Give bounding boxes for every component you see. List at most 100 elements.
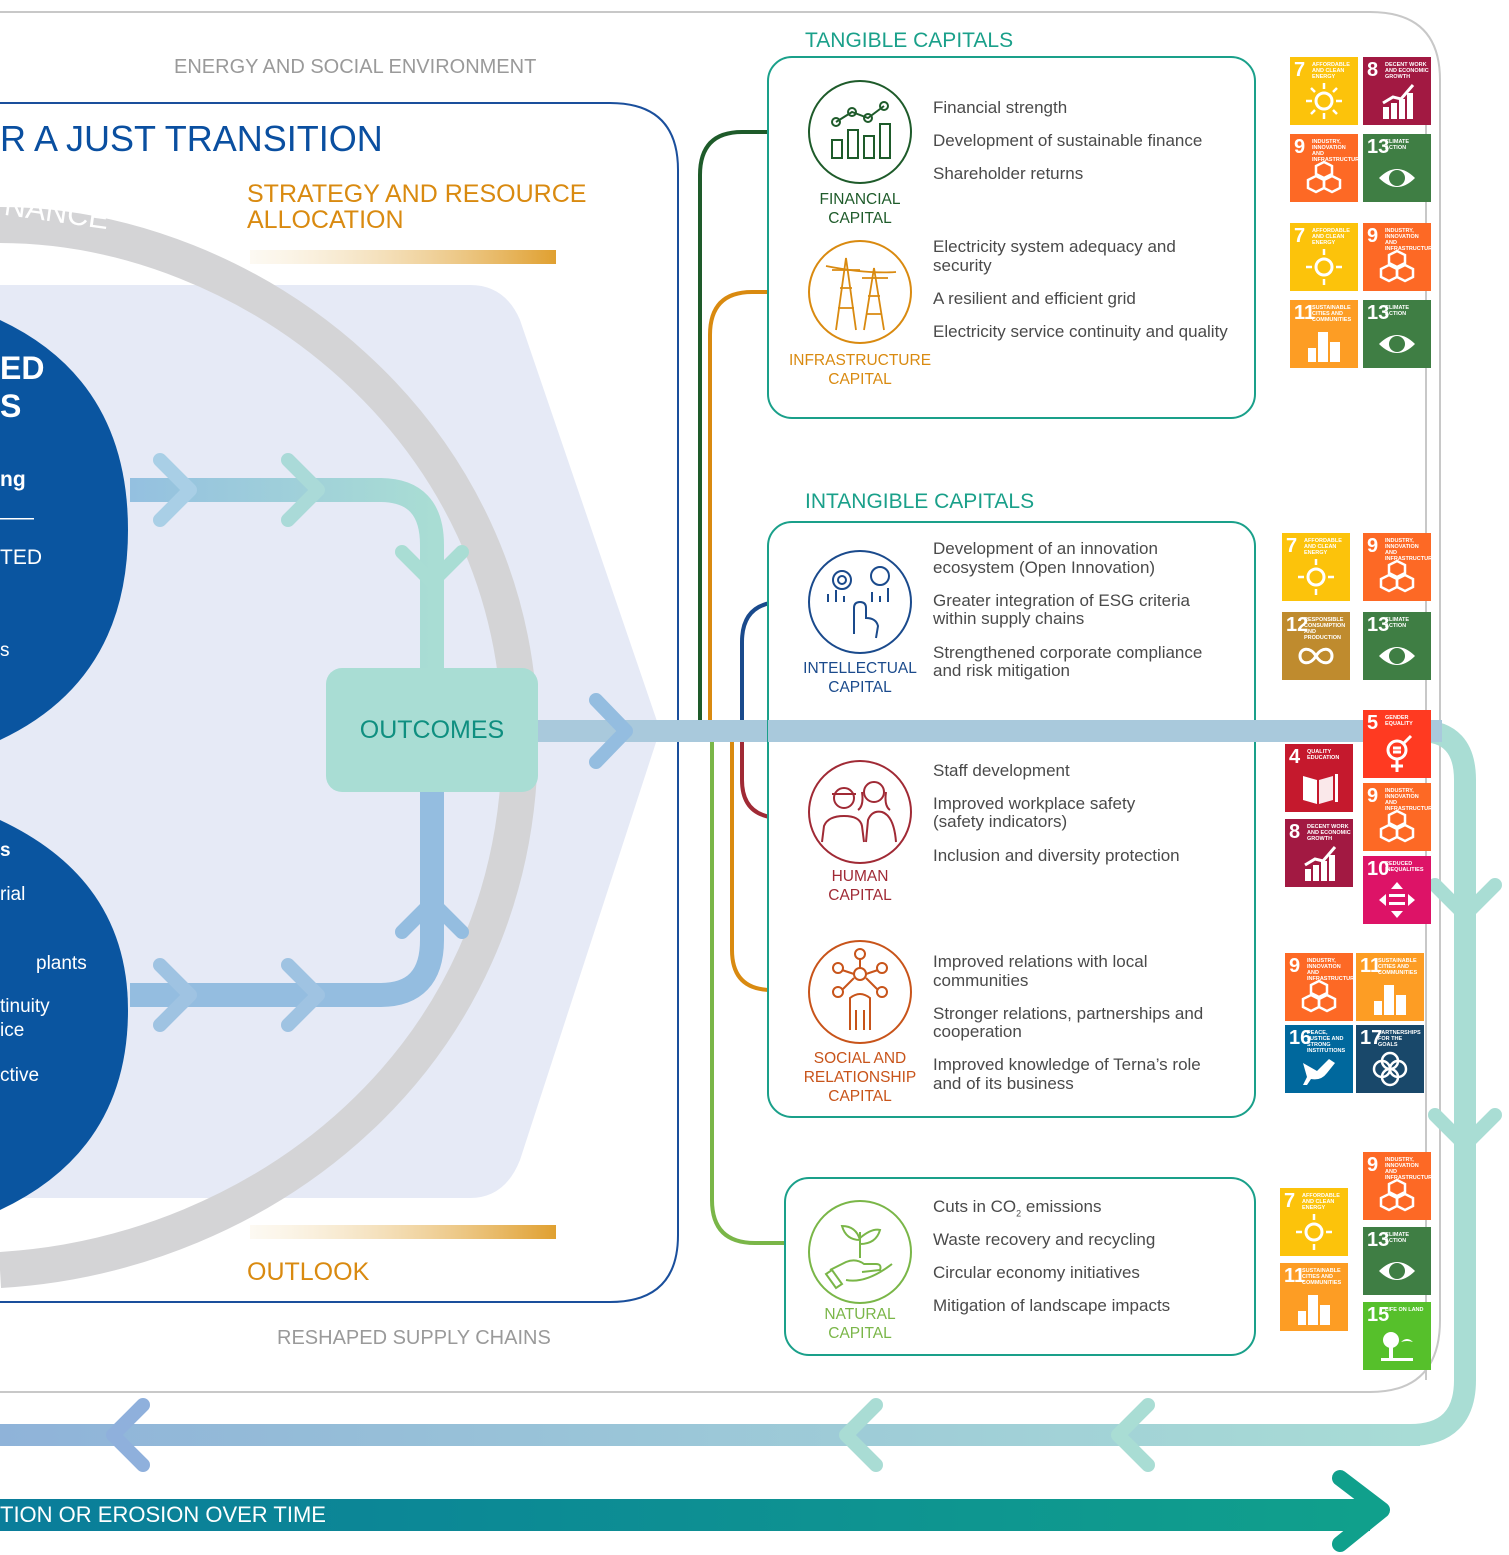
- financial-capital-icon: [808, 80, 912, 184]
- left-circle-top-line2: S: [0, 388, 22, 424]
- natural-item: Circular economy initiatives: [933, 1263, 1140, 1282]
- reduced-inequalities-icon: [1379, 882, 1415, 918]
- sdg-number: 5: [1367, 712, 1379, 734]
- sdg-label: INDUSTRY, INNOVATION AND INFRASTRUCTURE: [1385, 538, 1436, 562]
- natural-label-line2: CAPITAL: [828, 1325, 892, 1342]
- sdg-label: INDUSTRY, INNOVATION AND INFRASTRUCTURE: [1385, 1157, 1436, 1181]
- social-label-line1: SOCIAL AND: [813, 1050, 907, 1067]
- sdg-label: QUALITY EDUCATION: [1307, 749, 1340, 761]
- natural-item-co2: Cuts in CO2 emissions: [933, 1197, 1101, 1223]
- sun-power-icon: [1306, 83, 1342, 119]
- tree-bird-icon: [1381, 1332, 1413, 1361]
- sdg-label: CLIMATE ACTION: [1385, 617, 1410, 629]
- sdg-label: INDUSTRY, INNOVATION AND INFRASTRUCTURE: [1385, 788, 1436, 812]
- sdg-label: PARTNERSHIPS FOR THE GOALS: [1378, 1030, 1421, 1048]
- human-item: Improved workplace safety: [933, 794, 1136, 813]
- cubes-icon: [1379, 1178, 1415, 1212]
- social-item: and of its business: [933, 1074, 1074, 1093]
- sdg-label: GENDER EQUALITY: [1385, 715, 1413, 727]
- growth-chart-icon: [1382, 84, 1415, 119]
- social-label-line3: CAPITAL: [828, 1088, 892, 1105]
- outcomes-label: OUTCOMES: [359, 716, 505, 744]
- social-item: communities: [933, 971, 1029, 990]
- left-circle-bottom-line6: ctive: [0, 1065, 40, 1086]
- cubes-icon: [1379, 809, 1415, 843]
- intellectual-item: Development of an innovation: [933, 539, 1158, 558]
- intellectual-item: within supply chains: [933, 609, 1085, 628]
- natural-item-co2-sub: 2: [1016, 1208, 1022, 1219]
- sdg-number: 8: [1367, 59, 1379, 81]
- left-circle-bottom-line1: s: [0, 840, 11, 861]
- sdg-number: 7: [1294, 59, 1306, 81]
- sdg-number: 9: [1367, 785, 1379, 807]
- climate-eye-icon: [1379, 647, 1415, 665]
- outlook-title: OUTLOOK: [247, 1258, 370, 1286]
- sdg-label: INDUSTRY, INNOVATION AND INFRASTRUCTURE: [1312, 139, 1363, 163]
- sdg-number: 13: [1367, 302, 1390, 324]
- climate-eye-icon: [1379, 1262, 1415, 1280]
- sdg-label: INDUSTRY, INNOVATION AND INFRASTRUCTURE: [1307, 958, 1358, 982]
- just-transition-title: R A JUST TRANSITION: [0, 118, 383, 159]
- sdg-label: CLIMATE ACTION: [1385, 1232, 1410, 1244]
- sun-power-icon: [1306, 249, 1342, 285]
- sun-power-icon: [1298, 559, 1334, 595]
- strategy-title-line1: STRATEGY AND RESOURCE: [247, 180, 587, 208]
- cubes-icon: [1379, 559, 1415, 593]
- human-capital-icon: [808, 760, 912, 864]
- intellectual-item: Greater integration of ESG criteria: [933, 591, 1191, 610]
- left-circle-bottom-line2: rial: [0, 884, 26, 905]
- bottom-bar-label: TION OR EROSION OVER TIME: [0, 1502, 326, 1527]
- intangible-capitals-title: INTANGIBLE CAPITALS: [805, 490, 1035, 513]
- human-item: (safety indicators): [933, 812, 1068, 831]
- sdg-label: AFFORDABLE AND CLEAN ENERGY: [1312, 62, 1350, 80]
- sdg-label: DECENT WORK AND ECONOMIC GROWTH: [1385, 62, 1429, 80]
- cubes-icon: [1379, 249, 1415, 283]
- human-label-line1: HUMAN: [831, 868, 889, 885]
- sdg-number: 8: [1289, 821, 1301, 843]
- sdg-8-tile: 8 DECENT WORK AND ECONOMIC GROWTH: [1363, 57, 1431, 125]
- sdg-number: 7: [1284, 1190, 1296, 1212]
- human-capital-label: HUMAN CAPITAL: [790, 867, 930, 905]
- left-circle-bottom-line3: plants: [36, 953, 87, 974]
- intellectual-capital-icon: [808, 550, 912, 654]
- financial-label-line1: FINANCIAL: [819, 191, 901, 208]
- sdg-9-tile: 9 INDUSTRY, INNOVATION AND INFRASTRUCTURE: [1363, 1152, 1436, 1220]
- natural-label-line1: NATURAL: [824, 1306, 896, 1323]
- sdg-number: 11: [1294, 302, 1316, 324]
- intellectual-item: and risk mitigation: [933, 661, 1071, 680]
- sdg-label: INDUSTRY, INNOVATION AND INFRASTRUCTURE: [1385, 228, 1436, 252]
- infinity-icon: [1298, 647, 1334, 665]
- left-circle-top-line1: ED: [0, 350, 45, 386]
- intellectual-item: Strengthened corporate compliance: [933, 643, 1203, 662]
- intellectual-label-line2: CAPITAL: [828, 679, 892, 696]
- sdg-5-tile: 5 GENDER EQUALITY: [1363, 710, 1431, 778]
- sdg-label: CLIMATE ACTION: [1385, 305, 1410, 317]
- energy-social-environment-label: ENERGY AND SOCIAL ENVIRONMENT: [174, 56, 537, 78]
- infrastructure-label-line1: INFRASTRUCTURE: [788, 352, 932, 369]
- social-item: Improved relations with local: [933, 952, 1148, 971]
- left-circle-bottom-line5: ice: [0, 1020, 25, 1041]
- intellectual-capital-label: INTELLECTUAL CAPITAL: [790, 659, 930, 697]
- sdg-label: REDUCED INEQUALITIES: [1385, 861, 1424, 873]
- book-pencil-icon: [1303, 774, 1338, 804]
- sdg-number: 9: [1294, 136, 1306, 158]
- infrastructure-item: Electricity service continuity and quali…: [933, 322, 1228, 341]
- sdg-number: 9: [1367, 1154, 1379, 1176]
- infrastructure-label-line2: CAPITAL: [828, 371, 892, 388]
- sdg-number: 11: [1284, 1265, 1306, 1287]
- climate-eye-icon: [1379, 335, 1415, 353]
- climate-eye-icon: [1379, 169, 1415, 187]
- infrastructure-capital-label: INFRASTRUCTURE CAPITAL: [780, 351, 940, 389]
